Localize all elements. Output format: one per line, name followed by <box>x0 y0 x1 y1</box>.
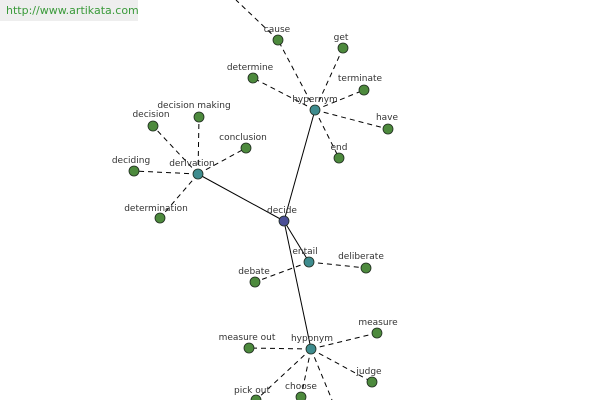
edge-hypernym-have <box>314 109 389 130</box>
node-dot[interactable] <box>371 327 383 339</box>
node-label[interactable]: hyponym <box>291 334 333 344</box>
node-determination[interactable]: determination <box>124 204 188 224</box>
node-pick-out[interactable]: pick out <box>234 386 270 400</box>
node-label[interactable]: determination <box>124 204 188 214</box>
edge-derivation-decision <box>152 125 199 175</box>
offscreen-edge <box>310 348 333 400</box>
watermark-link[interactable]: http://www.artikata.com <box>0 0 139 21</box>
node-label[interactable]: entail <box>292 247 317 257</box>
node-judge[interactable]: judge <box>355 367 382 388</box>
node-label[interactable]: decision <box>132 110 169 120</box>
node-determine[interactable]: determine <box>227 63 274 84</box>
node-conclusion[interactable]: conclusion <box>219 133 267 154</box>
node-dot[interactable] <box>295 391 307 400</box>
node-dot[interactable] <box>250 394 262 400</box>
edge-hypernym-get <box>314 47 344 111</box>
node-hyponym[interactable]: hyponym <box>291 334 333 355</box>
node-dot[interactable] <box>333 152 345 164</box>
node-derivation[interactable]: derivation <box>169 159 215 180</box>
node-entail[interactable]: entail <box>292 247 318 268</box>
node-label[interactable]: deliberate <box>338 252 384 262</box>
node-dot[interactable] <box>272 34 284 46</box>
node-have[interactable]: have <box>376 113 399 135</box>
edge-decide-entail <box>283 220 310 263</box>
node-cause[interactable]: cause <box>264 25 291 46</box>
node-decision[interactable]: decision <box>132 110 170 132</box>
offscreen-edge <box>235 0 279 41</box>
node-label[interactable]: measure <box>358 318 398 328</box>
node-dot[interactable] <box>305 343 317 355</box>
node-deliberate[interactable]: deliberate <box>338 252 384 274</box>
node-label[interactable]: determine <box>227 63 274 73</box>
edge-derivation-determination <box>159 173 199 219</box>
node-label[interactable]: get <box>334 33 349 43</box>
node-measure-out[interactable]: measure out <box>219 333 276 354</box>
node-measure[interactable]: measure <box>358 318 398 339</box>
node-end[interactable]: end <box>331 143 348 164</box>
node-get[interactable]: get <box>334 33 349 54</box>
edge-hyponym-pick_out <box>255 348 312 400</box>
node-label[interactable]: decide <box>267 206 297 216</box>
edge-derivation-decision_making <box>197 116 200 175</box>
node-dot[interactable] <box>240 142 252 154</box>
edge-decide-derivation <box>197 173 285 222</box>
edge-decide-hypernym <box>283 109 316 222</box>
node-dot[interactable] <box>366 376 378 388</box>
edge-hyponym-measure <box>310 332 378 350</box>
edge-hyponym-measure_out <box>248 347 312 350</box>
node-label[interactable]: choose <box>285 382 317 392</box>
edge-decide-hyponym <box>283 220 312 350</box>
node-dot[interactable] <box>278 215 290 227</box>
edge-hyponym-judge <box>310 348 373 383</box>
node-choose[interactable]: choose <box>285 382 317 400</box>
node-label[interactable]: pick out <box>234 386 270 396</box>
node-dot[interactable] <box>193 111 205 123</box>
edge-entail-deliberate <box>308 261 367 269</box>
node-dot[interactable] <box>309 104 321 116</box>
node-label[interactable]: derivation <box>169 159 215 169</box>
node-label[interactable]: deciding <box>112 156 150 166</box>
node-label[interactable]: decision making <box>157 101 230 111</box>
node-decision-making[interactable]: decision making <box>157 101 231 123</box>
node-dot[interactable] <box>360 262 372 274</box>
node-hypernym[interactable]: hypernym <box>292 95 338 116</box>
node-label[interactable]: measure out <box>219 333 276 343</box>
node-debate[interactable]: debate <box>238 267 270 288</box>
node-label[interactable]: conclusion <box>219 133 267 143</box>
node-deciding[interactable]: deciding <box>112 156 150 177</box>
node-layer: decide hypernym derivation entail hyponym cau… <box>112 25 399 400</box>
edge-derivation-conclusion <box>197 147 247 175</box>
node-dot[interactable] <box>303 256 315 268</box>
node-decide[interactable]: decide <box>267 206 297 227</box>
node-dot[interactable] <box>382 123 394 135</box>
node-label[interactable]: hypernym <box>292 95 338 105</box>
node-terminate[interactable]: terminate <box>338 74 383 96</box>
node-dot[interactable] <box>249 276 261 288</box>
edge-hyponym-choose <box>300 348 312 398</box>
node-label[interactable]: end <box>331 143 348 153</box>
node-dot[interactable] <box>128 165 140 177</box>
node-dot[interactable] <box>247 72 259 84</box>
node-dot[interactable] <box>358 84 370 96</box>
node-dot[interactable] <box>147 120 159 132</box>
edge-hypernym-cause <box>277 39 316 111</box>
node-label[interactable]: cause <box>264 25 291 35</box>
edge-entail-debate <box>254 261 310 283</box>
node-dot[interactable] <box>337 42 349 54</box>
node-dot[interactable] <box>192 168 204 180</box>
node-label[interactable]: terminate <box>338 74 383 84</box>
edge-hypernym-determine <box>252 77 316 111</box>
node-label[interactable]: judge <box>355 367 382 377</box>
node-label[interactable]: have <box>376 113 399 123</box>
edge-derivation-deciding <box>133 170 199 175</box>
node-dot[interactable] <box>243 342 255 354</box>
node-dot[interactable] <box>154 212 166 224</box>
node-label[interactable]: debate <box>238 267 270 277</box>
edge-layer <box>133 0 389 400</box>
